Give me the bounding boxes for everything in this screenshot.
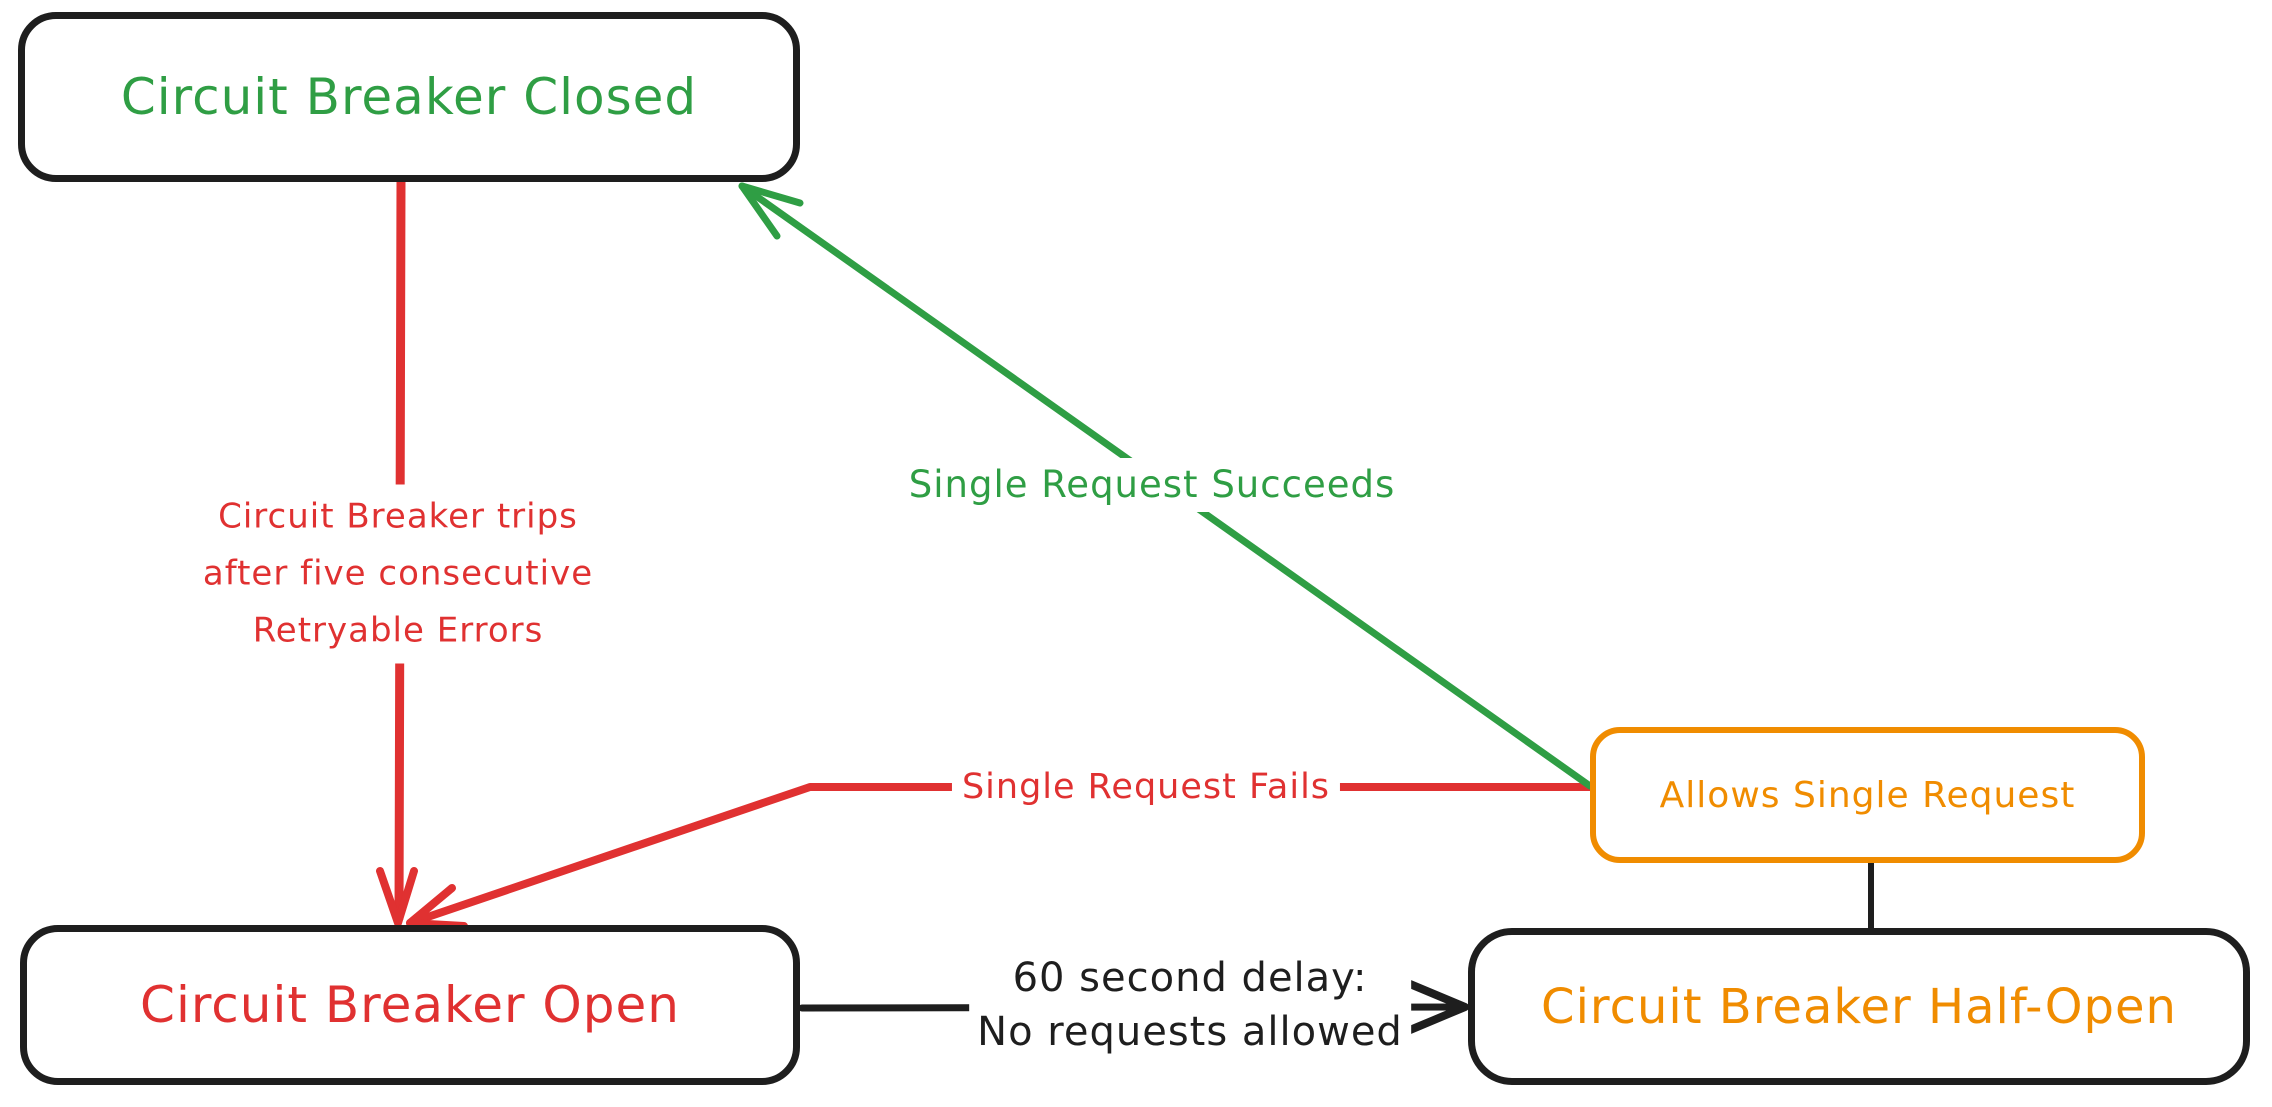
arrow-succeeds-head — [738, 182, 804, 240]
node-allows-single-request: Allows Single Request — [1590, 727, 2145, 863]
edge-label-trips-line3: Retryable Errors — [252, 610, 544, 651]
edge-label-trips-line2: after five consecutive — [202, 553, 594, 594]
edge-label-delay-line2: No requests allowed — [977, 1009, 1403, 1055]
arrow-trips-head — [376, 867, 418, 927]
edge-label-trips: Circuit Breaker trips after five consecu… — [188, 484, 608, 664]
node-circuit-breaker-half-open: Circuit Breaker Half-Open — [1468, 928, 2250, 1085]
arrow-delay-head — [1406, 980, 1469, 1034]
node-circuit-breaker-open: Circuit Breaker Open — [20, 925, 800, 1085]
edge-label-delay-line1: 60 second delay: — [1012, 955, 1368, 1001]
node-circuit-breaker-open-label: Circuit Breaker Open — [140, 976, 680, 1034]
edge-label-trips-line1: Circuit Breaker trips — [218, 496, 578, 537]
node-circuit-breaker-closed-label: Circuit Breaker Closed — [120, 68, 698, 126]
node-circuit-breaker-closed: Circuit Breaker Closed — [18, 12, 800, 182]
node-circuit-breaker-half-open-label: Circuit Breaker Half-Open — [1541, 978, 2177, 1035]
edge-label-delay: 60 second delay: No requests allowed — [969, 949, 1411, 1061]
node-allows-single-request-label: Allows Single Request — [1659, 774, 2076, 816]
edge-label-succeeds: Single Request Succeeds — [898, 458, 1406, 512]
edge-label-fails: Single Request Fails — [951, 760, 1341, 814]
